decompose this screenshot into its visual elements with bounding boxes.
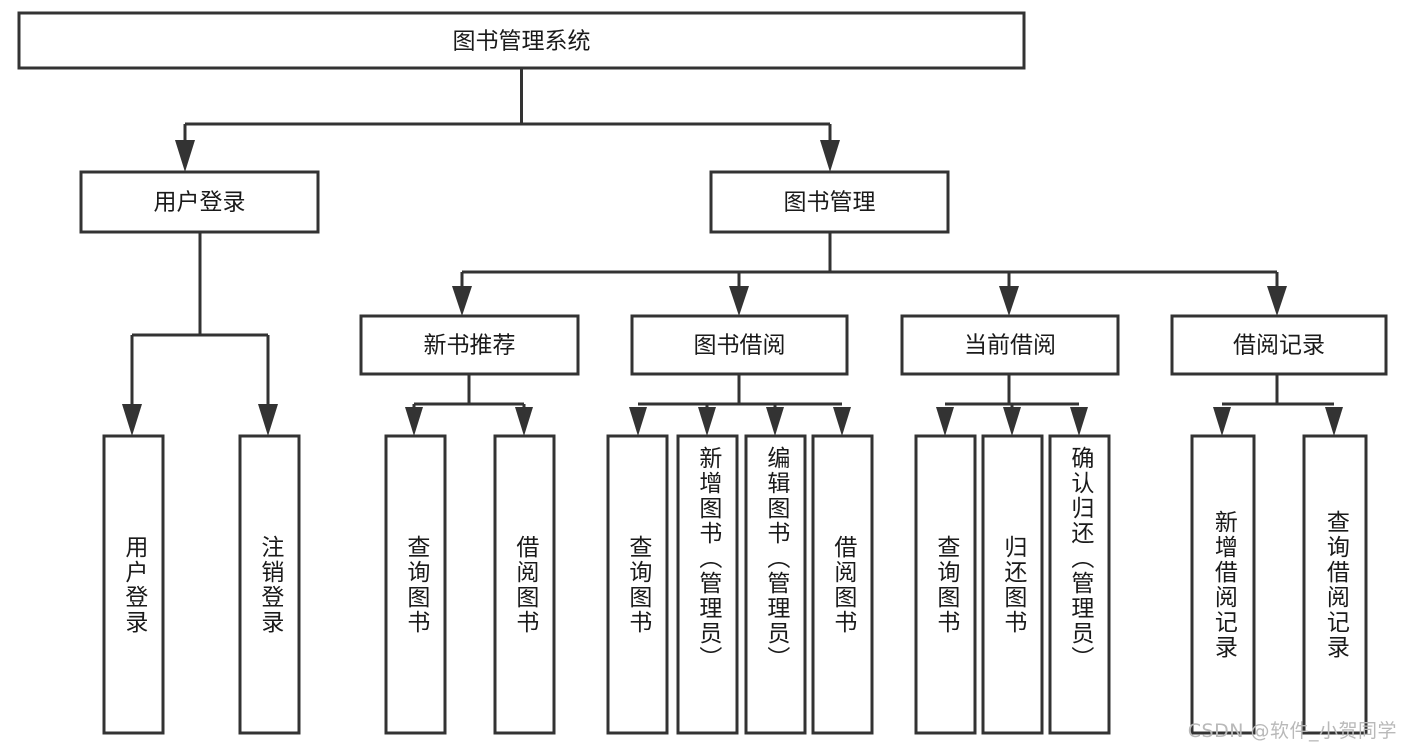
leaf-rect-bb-add-book[interactable] — [676, 434, 739, 735]
connector-group-book-manage — [452, 232, 1287, 316]
arrow-head-cb-leaf-3 — [1070, 407, 1088, 436]
leaf-rect-logout[interactable] — [238, 434, 301, 735]
node-book-borrow-label: 图书借阅 — [694, 333, 786, 359]
leaf-rect-user-login[interactable] — [102, 434, 165, 735]
arrow-head-bb-leaf-3 — [766, 407, 784, 436]
connector-group-current-borrow — [936, 374, 1088, 436]
node-borrow-record-label: 借阅记录 — [1233, 333, 1325, 359]
node-user-login-label: 用户登录 — [154, 190, 246, 216]
watermark-text: CSDN @软件_小贺同学 — [1187, 720, 1397, 742]
arrow-head-new-book — [452, 286, 472, 316]
arrow-head-cb-leaf-1 — [936, 407, 954, 436]
arrow-head-borrow-record — [1267, 286, 1287, 316]
node-user-login-rect[interactable] — [79, 170, 320, 234]
arrow-head-leaf-logout — [258, 404, 278, 436]
node-book-manage[interactable]: 图书管理 — [709, 170, 950, 234]
leaf-rect-nb-borrow-book[interactable] — [493, 434, 556, 735]
leaf-rect-cb-confirm-return[interactable] — [1048, 434, 1111, 735]
leaf-rect-nb-query-book[interactable] — [384, 434, 447, 735]
leaf-rect-br-query-record[interactable] — [1302, 434, 1368, 735]
node-current-borrow-rect[interactable] — [900, 314, 1120, 376]
connector-group-borrow-record — [1213, 374, 1343, 436]
node-root-rect[interactable] — [17, 11, 1026, 70]
node-book-manage-rect[interactable] — [709, 170, 950, 234]
node-root-label: 图书管理系统 — [453, 29, 591, 55]
arrow-head-user-login — [175, 140, 195, 172]
leaf-rect-cb-query-book[interactable] — [914, 434, 977, 735]
arrow-head-cb-leaf-2 — [1003, 407, 1021, 436]
arrow-head-nb-leaf-1 — [405, 407, 423, 436]
connector-group-book-borrow — [629, 374, 851, 436]
arrow-head-bb-leaf-2 — [698, 407, 716, 436]
arrow-head-current-borrow — [999, 286, 1019, 316]
leaf-rect-br-add-record[interactable] — [1190, 434, 1256, 735]
node-current-borrow[interactable]: 当前借阅 — [900, 314, 1120, 376]
connector-group-user-login — [122, 232, 278, 436]
node-book-manage-label: 图书管理 — [784, 190, 876, 216]
node-new-book-recommend-rect[interactable] — [359, 314, 580, 376]
connector-group-root — [175, 68, 840, 172]
arrow-head-br-leaf-2 — [1325, 407, 1343, 436]
arrow-head-bb-leaf-4 — [833, 407, 851, 436]
leaf-rect-bb-edit-book[interactable] — [744, 434, 807, 735]
arrow-head-book-borrow — [729, 286, 749, 316]
arrow-head-book-manage — [820, 140, 840, 172]
node-borrow-record-rect[interactable] — [1170, 314, 1388, 376]
leaf-rect-bb-query-book[interactable] — [606, 434, 669, 735]
node-borrow-record[interactable]: 借阅记录 — [1170, 314, 1388, 376]
arrow-head-nb-leaf-2 — [515, 407, 533, 436]
node-book-borrow-rect[interactable] — [630, 314, 849, 376]
arrow-head-leaf-user-login — [122, 404, 142, 436]
arrow-head-br-leaf-1 — [1213, 407, 1231, 436]
leaf-rect-cb-return-book[interactable] — [981, 434, 1044, 735]
node-new-book-recommend-label: 新书推荐 — [424, 333, 516, 359]
node-book-borrow[interactable]: 图书借阅 — [630, 314, 849, 376]
node-current-borrow-label: 当前借阅 — [964, 333, 1056, 359]
connector-group-new-book — [405, 374, 533, 436]
node-user-login[interactable]: 用户登录 — [79, 170, 320, 234]
node-root[interactable]: 图书管理系统 — [17, 11, 1026, 70]
leaf-rect-bb-borrow-book[interactable] — [811, 434, 874, 735]
arrow-head-bb-leaf-1 — [629, 407, 647, 436]
node-new-book-recommend[interactable]: 新书推荐 — [359, 314, 580, 376]
